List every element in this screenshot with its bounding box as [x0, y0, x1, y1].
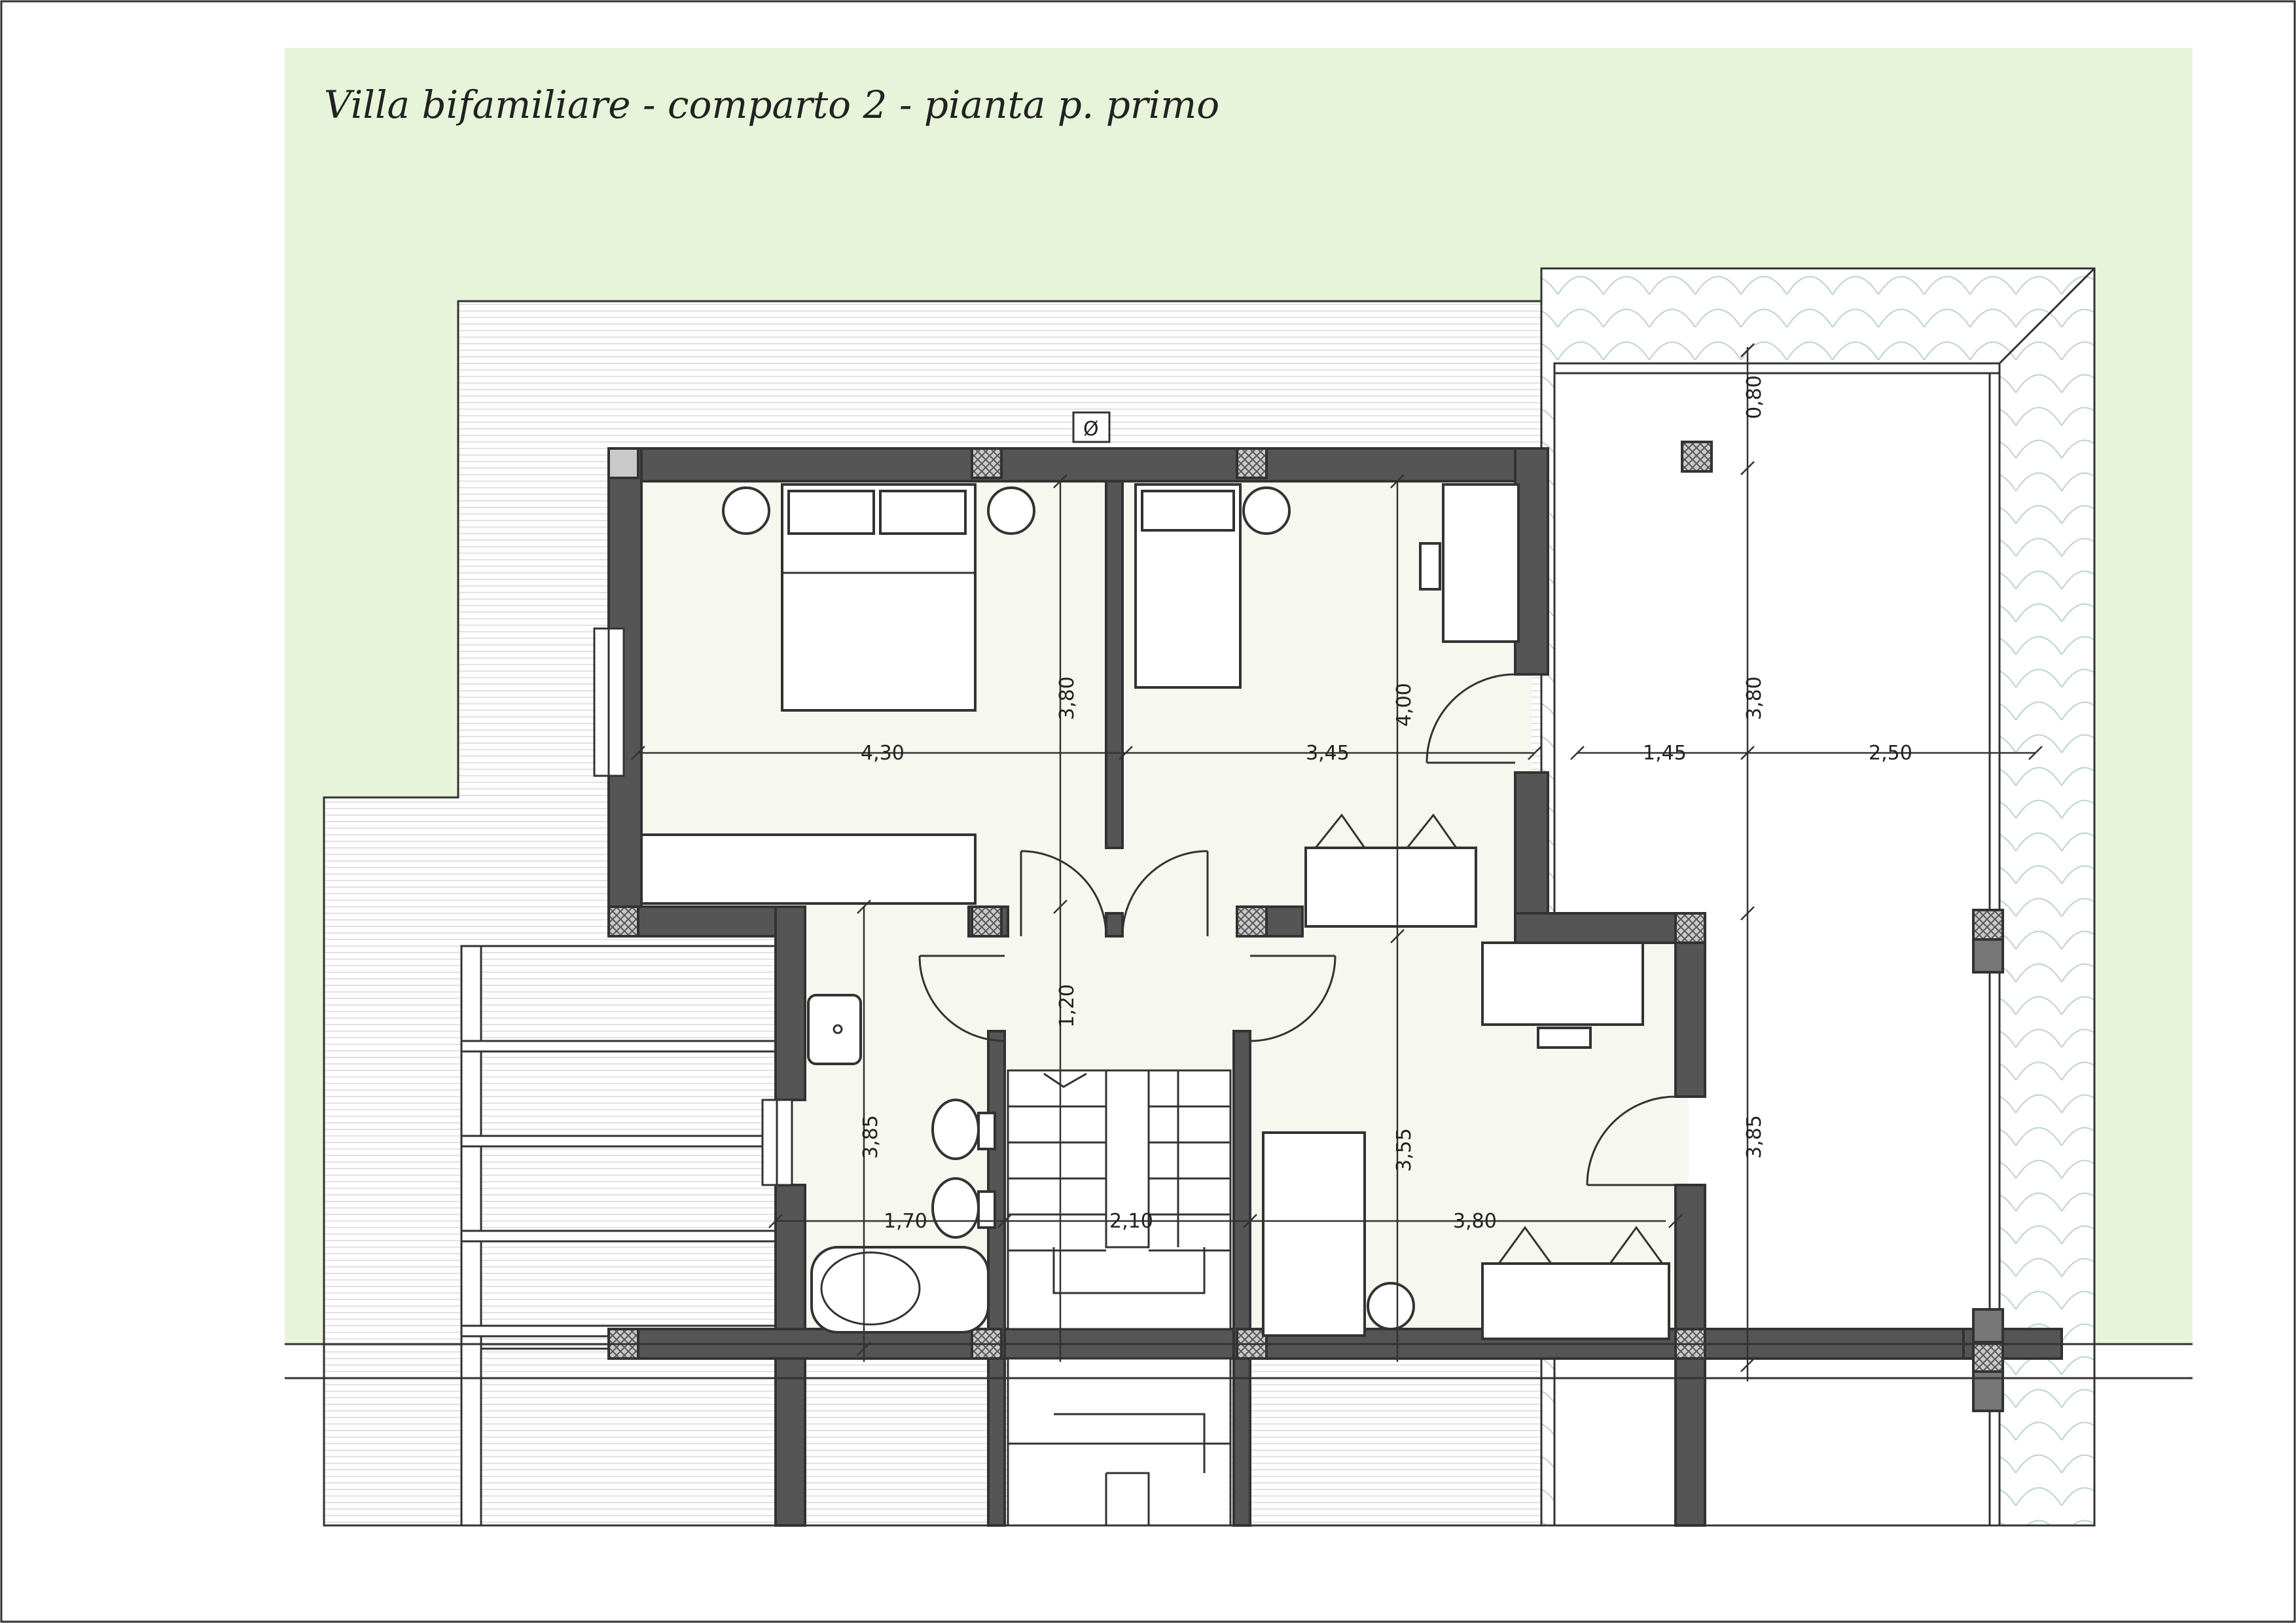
washbasin [807, 994, 862, 1065]
bookshelf [1304, 847, 1477, 928]
nightstand-lamp [1242, 486, 1291, 535]
toilet-tank [977, 1112, 996, 1150]
bookshelf-2-door-swing [1498, 1226, 1664, 1264]
staircase [1007, 1069, 1232, 1527]
terrace-corner [1998, 267, 2096, 365]
dim-terrace-outer: 2,50 [1869, 742, 1912, 765]
nightstand-lamp-right [987, 486, 1035, 535]
desk [1442, 483, 1520, 643]
single-bed-pillow [1141, 490, 1235, 532]
wardrobe [640, 833, 977, 905]
dim-terrace-lower: 3,85 [1743, 1115, 1766, 1159]
bidet-tank [977, 1190, 996, 1229]
dim-bedroom3-width: 3,80 [1453, 1210, 1497, 1233]
bookshelf-door-swing [1314, 813, 1458, 848]
dim-bedroom1-depth: 3,80 [1056, 676, 1079, 720]
double-bed [781, 483, 977, 712]
desk-2 [1481, 941, 1644, 1026]
toilet [931, 1099, 980, 1160]
single-bed-2 [1262, 1131, 1366, 1337]
nightstand-lamp-left [722, 486, 770, 535]
dimension-lines [631, 343, 2043, 1381]
bathtub [810, 1246, 990, 1334]
dim-hall-depth: 1,20 [1056, 984, 1079, 1028]
dim-bedroom1-width: 4,30 [861, 742, 905, 765]
dim-bath-depth: 3,85 [859, 1115, 882, 1159]
desk-chair [1419, 542, 1441, 591]
flue-box [1072, 411, 1111, 443]
dim-bedroom3-depth: 3,55 [1393, 1128, 1416, 1172]
nightstand-lamp-2 [1367, 1282, 1415, 1330]
dim-terrace-upper: 3,80 [1743, 676, 1766, 720]
dim-terrace-inner: 1,45 [1643, 742, 1687, 765]
page-title: Villa bifamiliare - comparto 2 - pianta … [324, 82, 1219, 127]
doors [918, 673, 1676, 1186]
dim-terrace-railing: 0,80 [1743, 375, 1766, 419]
windows [593, 627, 793, 1186]
desk-chair-2 [1537, 1027, 1592, 1049]
bookshelf-2 [1481, 1262, 1670, 1340]
dim-bedroom2-width: 3,45 [1306, 742, 1350, 765]
flue-icon: Ø [1083, 418, 1099, 441]
dim-bath-width: 1,70 [884, 1210, 927, 1233]
dim-bedroom2-depth: 4,00 [1393, 683, 1416, 727]
dim-stair-width: 2,10 [1109, 1210, 1153, 1233]
terrace-square [1681, 441, 1713, 473]
interior-walls [967, 480, 1304, 1527]
bidet [931, 1177, 980, 1239]
